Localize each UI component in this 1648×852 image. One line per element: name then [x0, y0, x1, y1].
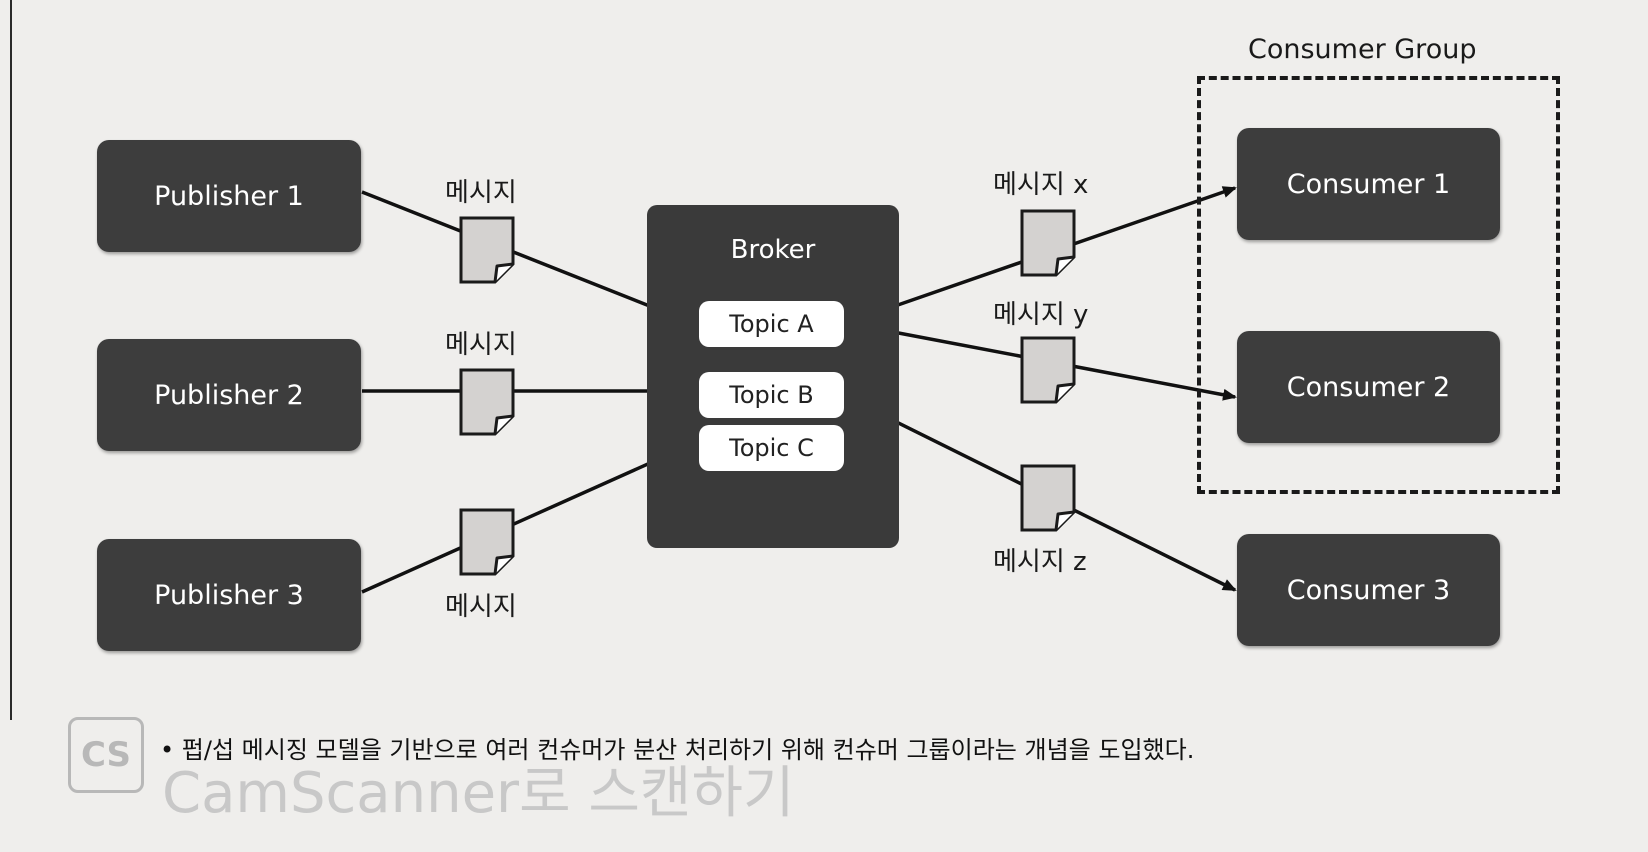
message-doc-icon-z [1020, 464, 1076, 532]
consumer-group-boundary [1197, 76, 1560, 494]
consumer-group-label: Consumer Group [1248, 34, 1477, 65]
message-doc-icon-pub2 [459, 368, 515, 436]
diagram-caption: • 펍/섭 메시징 모델을 기반으로 여러 컨슈머가 분산 처리하기 위해 컨슈… [160, 736, 1195, 764]
broker-box: Broker Topic A Topic B Topic C [647, 205, 899, 548]
topic-c: Topic C [699, 425, 844, 471]
publisher-1-box: Publisher 1 [97, 140, 361, 252]
message-label-pub2: 메시지 [445, 330, 517, 360]
camscanner-watermark-text: CamScanner로 스캔하기 [162, 761, 795, 826]
publisher-3-box: Publisher 3 [97, 539, 361, 651]
consumer-3-box: Consumer 3 [1237, 534, 1500, 646]
publisher-2-box: Publisher 2 [97, 339, 361, 451]
message-doc-icon-x [1020, 209, 1076, 277]
message-label-pub3: 메시지 [445, 592, 517, 622]
arrow-pub3-topicC [361, 440, 699, 594]
message-doc-icon-pub1 [459, 216, 515, 284]
message-doc-icon-pub3 [459, 508, 515, 576]
message-label-z: 메시지 z [993, 547, 1087, 577]
topic-a: Topic A [699, 301, 844, 347]
arrow-pub1-topicA [361, 190, 692, 324]
message-label-pub1: 메시지 [445, 178, 517, 208]
camscanner-logo: CS [68, 717, 144, 793]
topic-b: Topic B [699, 372, 844, 418]
consumer-1-box: Consumer 1 [1237, 128, 1500, 240]
message-label-x: 메시지 x [993, 170, 1089, 200]
message-label-y: 메시지 y [993, 300, 1089, 330]
broker-label: Broker [730, 235, 816, 265]
page-border [0, 0, 12, 720]
consumer-2-box: Consumer 2 [1237, 331, 1500, 443]
message-doc-icon-y [1020, 336, 1076, 404]
